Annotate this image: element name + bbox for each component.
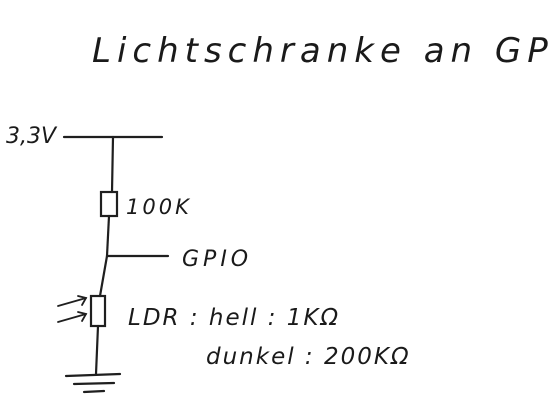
ldr-sensor (89, 294, 107, 328)
supply-voltage-label: 3,3V (6, 124, 58, 149)
wire-resistor-to-junction (105, 214, 111, 258)
resistor-value-label: 100K (126, 195, 192, 219)
diagram-title: Lichtschranke an GPIO (92, 31, 549, 71)
ldr-bright-label: LDR : hell : 1KΩ (128, 305, 340, 331)
wire-junction-to-ldr (98, 254, 109, 298)
light-arrows-icon (57, 295, 88, 323)
resistor-100k (99, 190, 119, 218)
gpio-label: GPIO (182, 247, 252, 272)
wire-rail-to-resistor (110, 135, 115, 194)
wire-ldr-to-ground (94, 324, 100, 376)
ground-icon (64, 372, 122, 394)
ldr-dark-label: dunkel : 200KΩ (206, 344, 411, 370)
